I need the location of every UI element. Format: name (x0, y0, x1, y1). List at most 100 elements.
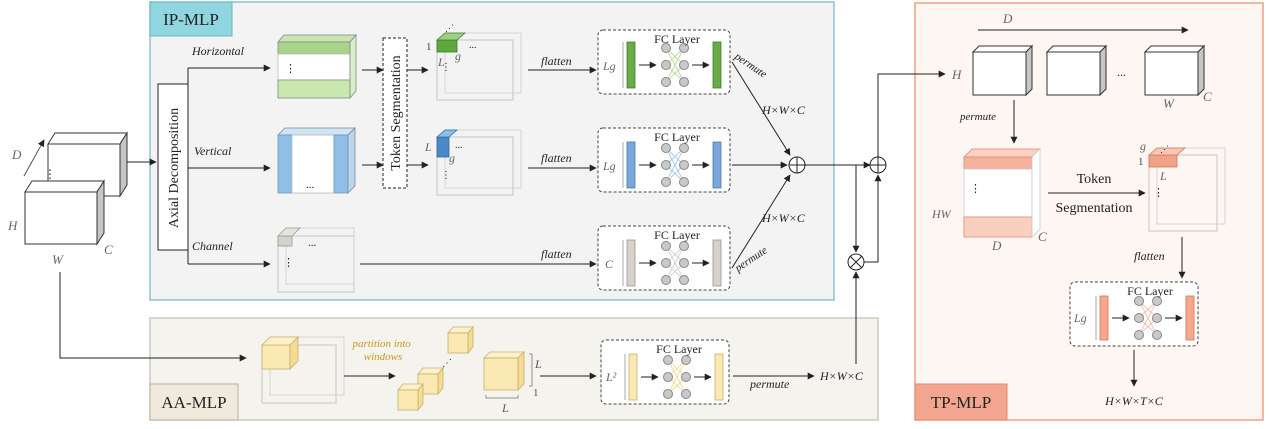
fc-layer-channel (597, 225, 731, 291)
fc-layer-2-label: FC Layer (654, 130, 700, 144)
fc-layer-tp-label: FC Layer (1127, 284, 1173, 298)
svg-text:⋮: ⋮ (441, 62, 451, 73)
axial-decomposition-box (157, 83, 189, 251)
aa-permute-label: permute (749, 377, 790, 391)
input-h-label: H (7, 218, 18, 233)
horizontal-token-1: 1 (426, 41, 432, 53)
fc-layer-aa (600, 339, 730, 405)
horizontal-token-cube: ⋰ ... ⋮ (435, 23, 522, 101)
input-depth-arrow (23, 139, 45, 177)
aa-windows: ⋰ (397, 325, 474, 412)
tp-h-label: H (951, 67, 962, 82)
vertical-cube: ... (277, 127, 356, 194)
hwc-label-1: H×W×C (761, 103, 806, 117)
aa-window-cube (483, 351, 533, 399)
svg-text:⋰: ⋰ (1160, 144, 1169, 154)
plus-node-out (869, 156, 887, 174)
fc-layer-vertical (597, 127, 731, 193)
tp-cube-2 (1045, 44, 1108, 97)
flatten-label-2: flatten (541, 151, 572, 165)
svg-text:⋮: ⋮ (283, 257, 294, 269)
tp-d-bottom-label: D (991, 238, 1002, 253)
svg-text:⋮: ⋮ (285, 63, 296, 75)
tp-token-l: L (1159, 169, 1167, 183)
channel-label: Channel (192, 239, 233, 253)
svg-text:...: ... (455, 140, 463, 151)
tp-token-one: 1 (1138, 156, 1144, 168)
input-d-label: D (11, 147, 22, 162)
input-w-label: W (52, 252, 64, 267)
tp-flatten-label: flatten (1134, 249, 1165, 263)
tp-hw-cube: ⋮ (963, 148, 1041, 238)
svg-text:⋮: ⋮ (970, 183, 981, 195)
svg-text:...: ... (469, 40, 477, 51)
tp-dots: ... (1117, 65, 1126, 79)
horizontal-label: Horizontal (191, 44, 245, 58)
tp-mlp-label-box (914, 383, 1008, 421)
aa-window-one: 1 (533, 387, 539, 399)
aa-mlp-label-box (149, 383, 239, 421)
token-segmentation-label: Token Segmentation (389, 55, 404, 170)
svg-text:...: ... (306, 179, 315, 191)
aa-input-cube (261, 336, 345, 404)
tp-token-cube: ⋰ ⋮ (1147, 144, 1226, 232)
fc-layer-aa-label: FC Layer (656, 342, 702, 356)
fc-layer-tp (1069, 281, 1199, 347)
svg-text:⋰: ⋰ (445, 23, 454, 33)
horizontal-cube: ⋮ (277, 33, 357, 100)
hwc-label-2: H×W×C (761, 211, 806, 225)
svg-text:⋰: ⋰ (442, 358, 452, 369)
tp-c-bottom-label: C (1038, 229, 1047, 244)
arrow-permute-2 (731, 174, 791, 269)
axial-decomposition-label: Axial Decomposition (167, 108, 182, 228)
channel-cube: ... ⋮ (277, 227, 355, 293)
partition-label: partition into windows (351, 338, 413, 363)
fc-in-1-label: Lg (602, 59, 616, 73)
svg-text:⋮: ⋮ (44, 167, 56, 181)
horizontal-token-g: g (455, 49, 461, 63)
multiply-node (847, 253, 865, 271)
aa-window-l-bottom: L (501, 401, 509, 415)
input-feature-stack: ⋮ (24, 131, 128, 246)
vertical-token-g: g (449, 151, 455, 165)
tp-token-g: g (1140, 139, 1146, 153)
horizontal-token-l: L (437, 55, 445, 69)
tp-segmentation-label: Segmentation (1056, 201, 1133, 216)
fc-layer-3-label: FC Layer (654, 228, 700, 242)
arrow-permute-1 (731, 61, 791, 156)
tp-output-label: H×W×T×C (1104, 394, 1164, 408)
fc-in-aa-label: L² (605, 370, 617, 384)
svg-text:⋮: ⋮ (1153, 187, 1164, 199)
svg-text:...: ... (308, 237, 317, 249)
ip-mlp-label-box (149, 1, 233, 37)
arrow-to-tp (877, 70, 946, 157)
aa-window-l-right: L (534, 357, 542, 371)
fc-in-2-label: Lg (602, 159, 616, 173)
tp-hw-label: HW (931, 207, 952, 221)
vertical-label: Vertical (194, 144, 232, 158)
plus-node-ip (788, 156, 806, 174)
fc-in-3-label: C (605, 257, 614, 271)
aa-mlp-label: AA-MLP (161, 393, 226, 412)
tp-token-label: Token (1077, 172, 1112, 187)
vertical-token-l: L (424, 140, 432, 154)
tp-cube-3 (1143, 44, 1206, 97)
tp-d-top-label: D (1002, 11, 1013, 26)
svg-text:⋮: ⋮ (441, 170, 451, 181)
fc-layer-1-label: FC Layer (654, 32, 700, 46)
tp-cube-1 (971, 44, 1034, 97)
flatten-label-1: flatten (541, 54, 572, 68)
fc-layer-horizontal (597, 29, 731, 95)
ip-mlp-label: IP-MLP (163, 10, 219, 29)
ip-mlp-panel (149, 1, 835, 301)
input-c-label: C (104, 242, 113, 257)
token-segmentation-box (382, 37, 408, 189)
tp-w-label: W (1163, 96, 1175, 111)
arrow-input-to-aa (59, 272, 247, 362)
arrow-mult-to-plus2 (864, 174, 882, 263)
tp-permute-label: permute (959, 111, 996, 123)
vertical-token-cube: ... ⋮ (435, 129, 522, 196)
tp-c-label: C (1203, 89, 1212, 104)
aa-hwc-label: H×W×C (819, 369, 864, 383)
